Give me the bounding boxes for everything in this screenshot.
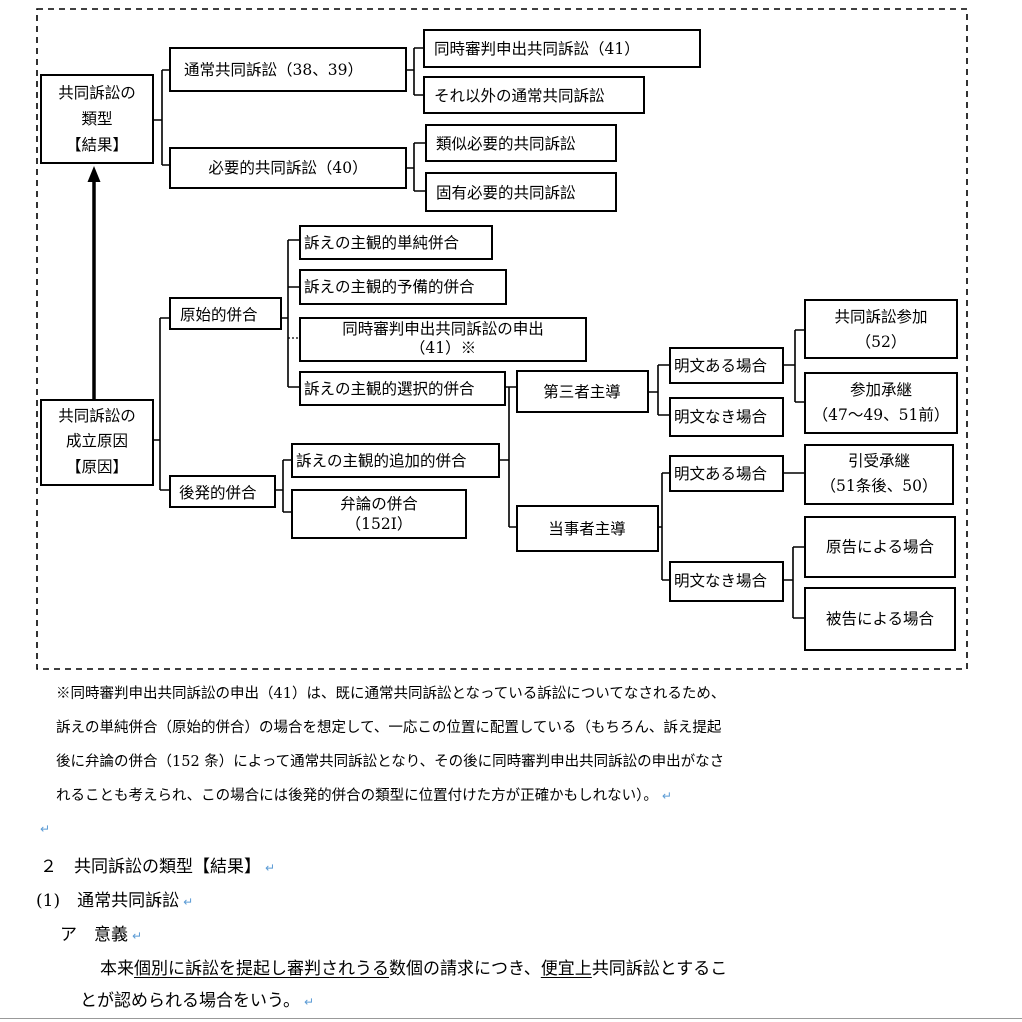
joint-participation-line-2: （52） bbox=[856, 333, 907, 351]
return-mark-icon: ↵ bbox=[183, 895, 194, 909]
box-similar-necessary: 類似必要的共同訴訟 bbox=[425, 124, 617, 162]
box-types: 共同訴訟の 類型 【結果】 bbox=[40, 74, 154, 164]
third-party-led-label: 第三者主導 bbox=[543, 383, 621, 401]
necessary-label: 必要的共同訴訟（40） bbox=[208, 159, 367, 177]
box-additional-joinder: 訴えの主観的追加的併合 bbox=[291, 443, 500, 478]
return-mark-icon: ↵ bbox=[303, 995, 315, 1009]
participation-succession-line-1: 参加承継 bbox=[850, 381, 912, 399]
definition-underline-2: 便宜上 bbox=[540, 959, 592, 979]
box-other-ordinary: それ以外の通常共同訴訟 bbox=[423, 76, 645, 114]
subsequent-joinder-label: 後発的併合 bbox=[179, 484, 257, 502]
section-heading-text: ２ 共同訴訟の類型【結果】 bbox=[40, 857, 261, 877]
additional-joinder-label: 訴えの主観的追加的併合 bbox=[296, 452, 467, 470]
note-line-4-text: れることも考えられ、この場合には後発的併合の類型に位置付けた方が正確かもしれない… bbox=[56, 788, 658, 804]
note-line-3-text: 後に弁論の併合（152 条）によって通常共同訴訟となり、その後に同時審判申出共同… bbox=[56, 754, 725, 770]
simultaneous-motion-line-1: 同時審判申出共同訴訟の申出 bbox=[342, 320, 544, 338]
return-mark-icon: ↵ bbox=[40, 822, 51, 836]
inherent-necessary-label: 固有必要的共同訴訟 bbox=[436, 184, 576, 202]
subsection-heading: (1) 通常共同訴訟↵ bbox=[36, 886, 193, 911]
box-no-explicit-1: 明文なき場合 bbox=[669, 397, 784, 437]
note-line-1: ※同時審判申出共同訴訟の申出（41）は、既に通常共同訴訟となっている訴訟について… bbox=[56, 678, 916, 710]
consolidation-line-2: （152Ⅰ） bbox=[346, 515, 413, 533]
box-alternative-joinder: 訴えの主観的選択的併合 bbox=[299, 371, 506, 406]
causes-box-line-1: 共同訴訟の bbox=[58, 407, 136, 425]
consolidation-line-1: 弁論の併合 bbox=[340, 495, 418, 513]
box-subsequent-joinder: 後発的併合 bbox=[169, 475, 276, 508]
party-led-label: 当事者主導 bbox=[548, 520, 626, 538]
box-by-plaintiff: 原告による場合 bbox=[804, 516, 956, 578]
types-box-line-3: 【結果】 bbox=[66, 136, 128, 154]
types-box-line-1: 共同訴訟の bbox=[58, 84, 136, 102]
definition-line-1: 本来個別に訴訟を提起し審判されうる数個の請求につき、便宜上共同訴訟とするこ bbox=[100, 954, 727, 979]
joint-participation-line-1: 共同訴訟参加 bbox=[834, 308, 927, 326]
box-takeover-succession: 引受承継 （51条後、50） bbox=[804, 444, 954, 505]
box-necessary: 必要的共同訴訟（40） bbox=[169, 147, 407, 189]
takeover-succession-line-2: （51条後、50） bbox=[821, 477, 938, 495]
explicit-1-label: 明文ある場合 bbox=[674, 357, 768, 375]
item-heading: ア 意義 ↵ bbox=[60, 920, 142, 945]
box-causes: 共同訴訟の 成立原因 【原因】 bbox=[40, 399, 154, 486]
box-joint-participation: 共同訴訟参加 （52） bbox=[804, 299, 958, 359]
connector-lines bbox=[87, 47, 805, 619]
causes-box-line-3: 【原因】 bbox=[66, 458, 128, 476]
box-simultaneous: 同時審判申出共同訴訟（41） bbox=[423, 29, 701, 68]
simultaneous-label: 同時審判申出共同訴訟（41） bbox=[434, 40, 640, 58]
original-joinder-label: 原始的併合 bbox=[180, 306, 258, 324]
item-heading-text: ア 意義 bbox=[60, 925, 128, 945]
box-explicit-2: 明文ある場合 bbox=[669, 455, 784, 492]
box-explicit-1: 明文ある場合 bbox=[669, 347, 784, 384]
return-mark-icon: ↵ bbox=[265, 861, 276, 875]
empty-paragraph: ↵ bbox=[36, 818, 50, 838]
box-simple-joinder: 訴えの主観的単純併合 bbox=[299, 225, 493, 260]
causes-box-line-2: 成立原因 bbox=[66, 432, 128, 450]
box-by-defendant: 被告による場合 bbox=[804, 587, 956, 651]
definition-underline-1: 個別に訴訟を提起し審判されうる bbox=[134, 959, 389, 979]
subsection-heading-text: (1) 通常共同訴訟 bbox=[36, 891, 180, 911]
box-preliminary-joinder: 訴えの主観的予備的併合 bbox=[299, 269, 507, 305]
dashed-frame bbox=[36, 8, 968, 670]
box-simultaneous-motion: 同時審判申出共同訴訟の申出 （41）※ bbox=[299, 317, 587, 362]
explicit-2-label: 明文ある場合 bbox=[674, 465, 768, 483]
definition-text-a: 本来 bbox=[100, 959, 134, 979]
return-mark-icon: ↵ bbox=[132, 929, 143, 943]
box-party-led: 当事者主導 bbox=[516, 505, 659, 552]
box-third-party-led: 第三者主導 bbox=[516, 370, 649, 413]
preliminary-joinder-label: 訴えの主観的予備的併合 bbox=[304, 278, 475, 296]
definition-text-b: 数個の請求につき、 bbox=[389, 959, 541, 979]
box-consolidation: 弁論の併合 （152Ⅰ） bbox=[291, 489, 467, 539]
section-heading: ２ 共同訴訟の類型【結果】 ↵ bbox=[40, 852, 275, 877]
note-line-4: れることも考えられ、この場合には後発的併合の類型に位置付けた方が正確かもしれない… bbox=[56, 780, 916, 812]
no-explicit-2-label: 明文なき場合 bbox=[674, 572, 768, 590]
definition-text-c: 共同訴訟とするこ bbox=[591, 959, 728, 979]
joint-litigation-diagram: 共同訴訟の 類型 【結果】 通常共同訴訟（38、39） 同時審判申出共同訴訟（4… bbox=[36, 8, 968, 670]
box-inherent-necessary: 固有必要的共同訴訟 bbox=[425, 172, 617, 212]
definition-line-2: とが認められる場合をいう。↵ bbox=[80, 986, 314, 1011]
simple-joinder-label: 訴えの主観的単純併合 bbox=[304, 234, 460, 252]
similar-necessary-label: 類似必要的共同訴訟 bbox=[436, 135, 576, 153]
other-ordinary-label: それ以外の通常共同訴訟 bbox=[434, 87, 605, 105]
ordinary-label: 通常共同訴訟（38、39） bbox=[184, 61, 363, 79]
box-no-explicit-2: 明文なき場合 bbox=[669, 561, 784, 602]
types-box-line-2: 類型 bbox=[81, 110, 112, 128]
note-line-2-text: 訴えの単純併合（原始的併合）の場合を想定して、一応この位置に配置している（もちろ… bbox=[56, 720, 722, 736]
by-defendant-label: 被告による場合 bbox=[826, 610, 935, 628]
by-plaintiff-label: 原告による場合 bbox=[826, 538, 935, 556]
note-line-2: 訴えの単純併合（原始的併合）の場合を想定して、一応この位置に配置している（もちろ… bbox=[56, 712, 916, 744]
simultaneous-motion-line-2: （41）※ bbox=[410, 339, 476, 357]
note-line-1-text: ※同時審判申出共同訴訟の申出（41）は、既に通常共同訴訟となっている訴訟について… bbox=[56, 686, 726, 702]
page-bottom-rule bbox=[0, 1018, 1022, 1019]
no-explicit-1-label: 明文なき場合 bbox=[674, 408, 768, 426]
alternative-joinder-label: 訴えの主観的選択的併合 bbox=[304, 380, 475, 398]
definition-text-end: とが認められる場合をいう。 bbox=[80, 991, 300, 1011]
box-original-joinder: 原始的併合 bbox=[169, 297, 282, 330]
takeover-succession-line-1: 引受承継 bbox=[848, 452, 910, 470]
return-mark-icon: ↵ bbox=[661, 789, 672, 803]
note-line-3: 後に弁論の併合（152 条）によって通常共同訴訟となり、その後に同時審判申出共同… bbox=[56, 746, 916, 778]
box-participation-succession: 参加承継 （47〜49、51前） bbox=[804, 372, 958, 434]
box-ordinary: 通常共同訴訟（38、39） bbox=[169, 47, 407, 92]
participation-succession-line-2: （47〜49、51前） bbox=[813, 406, 950, 424]
